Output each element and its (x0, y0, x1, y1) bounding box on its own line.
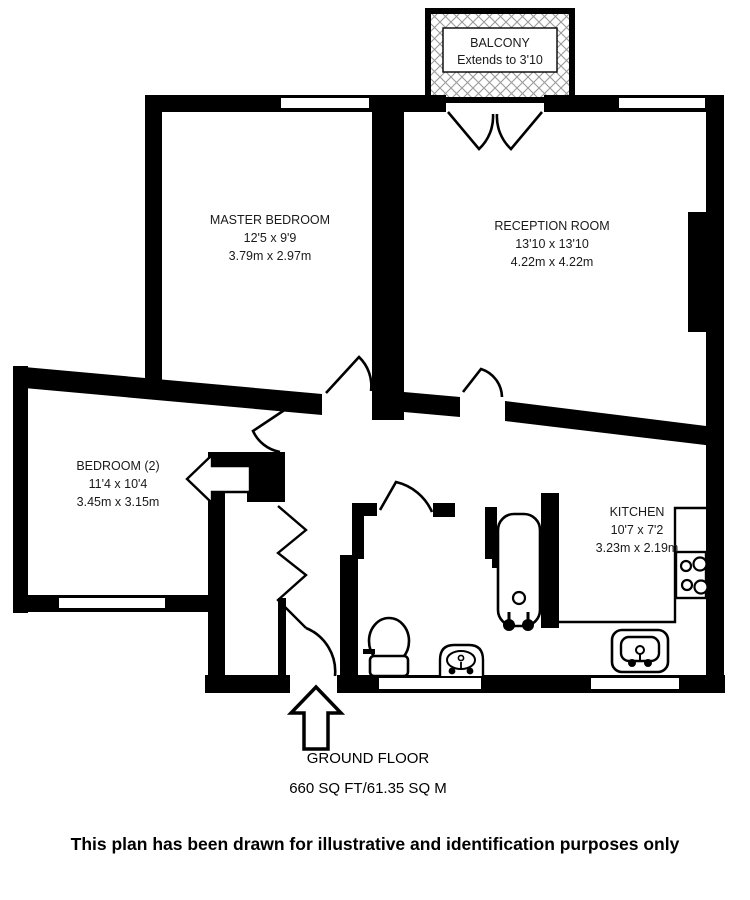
door-entrance (305, 626, 337, 677)
doors (251, 111, 543, 677)
wall-bottom-left (205, 675, 290, 693)
balcony (425, 8, 575, 103)
reception-room-name: RECEPTION ROOM (494, 219, 609, 233)
kitchen-fixtures (558, 506, 709, 674)
master-bedroom-name: MASTER BEDROOM (210, 213, 330, 227)
wall-hall-mid (404, 392, 460, 417)
window-master (279, 96, 371, 110)
wall-right (706, 95, 724, 693)
labels: BALCONY Extends to 3'10 MASTER BEDROOM 1… (71, 36, 680, 854)
window-bathroom (377, 676, 483, 691)
door-master (325, 355, 373, 394)
chimney-breast (688, 212, 708, 332)
master-bedroom-metric: 3.79m x 2.97m (229, 249, 312, 263)
bathroom-fixtures (363, 512, 546, 678)
windows (57, 96, 707, 691)
window-bedroom2 (57, 596, 167, 610)
disclaimer-text: This plan has been drawn for illustrativ… (71, 834, 680, 854)
window-reception (617, 96, 707, 110)
wall-bathroom-top-right (433, 503, 455, 517)
wall-bath-niche (485, 507, 497, 559)
reception-room-metric: 4.22m x 4.22m (511, 255, 594, 269)
wall-bathroom-left-lower (340, 555, 358, 680)
wash-basin-icon (438, 643, 485, 676)
wall-closet-left (208, 452, 225, 677)
reception-room-imperial: 13'10 x 13'10 (515, 237, 589, 251)
bedroom2-metric: 3.45m x 3.15m (77, 495, 160, 509)
floor-name: GROUND FLOOR (307, 750, 430, 767)
door-reception (461, 367, 504, 398)
kitchen-imperial: 10'7 x 7'2 (611, 523, 664, 537)
balcony-note: Extends to 3'10 (457, 53, 543, 67)
master-bedroom-imperial: 12'5 x 9'9 (244, 231, 297, 245)
door-balcony-right (495, 111, 543, 151)
bedroom2-imperial: 11'4 x 10'4 (89, 477, 148, 491)
kitchen-metric: 3.23m x 2.19m (596, 541, 679, 555)
door-bedroom2-arrow-icon (185, 452, 252, 506)
wall-bathroom-left-upper (352, 503, 364, 559)
wall-hall-sloped-left (13, 366, 322, 415)
window-kitchen (589, 676, 681, 691)
wall-top-mid (404, 95, 446, 112)
hob-icon (674, 550, 709, 600)
wall-master-left (145, 95, 162, 390)
wall-bedroom2-left (13, 366, 28, 613)
wall-reception-bottom-sloped (505, 401, 722, 447)
door-hall (251, 399, 285, 454)
entrance-arrow-icon (286, 684, 346, 751)
wall-bathroom-kitchen (541, 493, 559, 628)
wall-closet-right-lower (278, 598, 286, 677)
floor-area: 660 SQ FT/61.35 SQ M (289, 780, 447, 797)
door-bathroom (378, 480, 434, 513)
bathtub-icon (492, 512, 546, 631)
kitchen-name: KITCHEN (610, 505, 665, 519)
toilet-icon (363, 616, 411, 678)
wall-master-reception (372, 98, 404, 420)
door-balcony-left (447, 111, 495, 151)
closet-bifold-doors (276, 505, 308, 629)
balcony-name: BALCONY (470, 36, 530, 50)
kitchen-sink-icon (610, 628, 670, 674)
balcony-label-box (442, 27, 558, 73)
bedroom2-name: BEDROOM (2) (76, 459, 159, 473)
wall-closet-right-upper (247, 460, 285, 502)
